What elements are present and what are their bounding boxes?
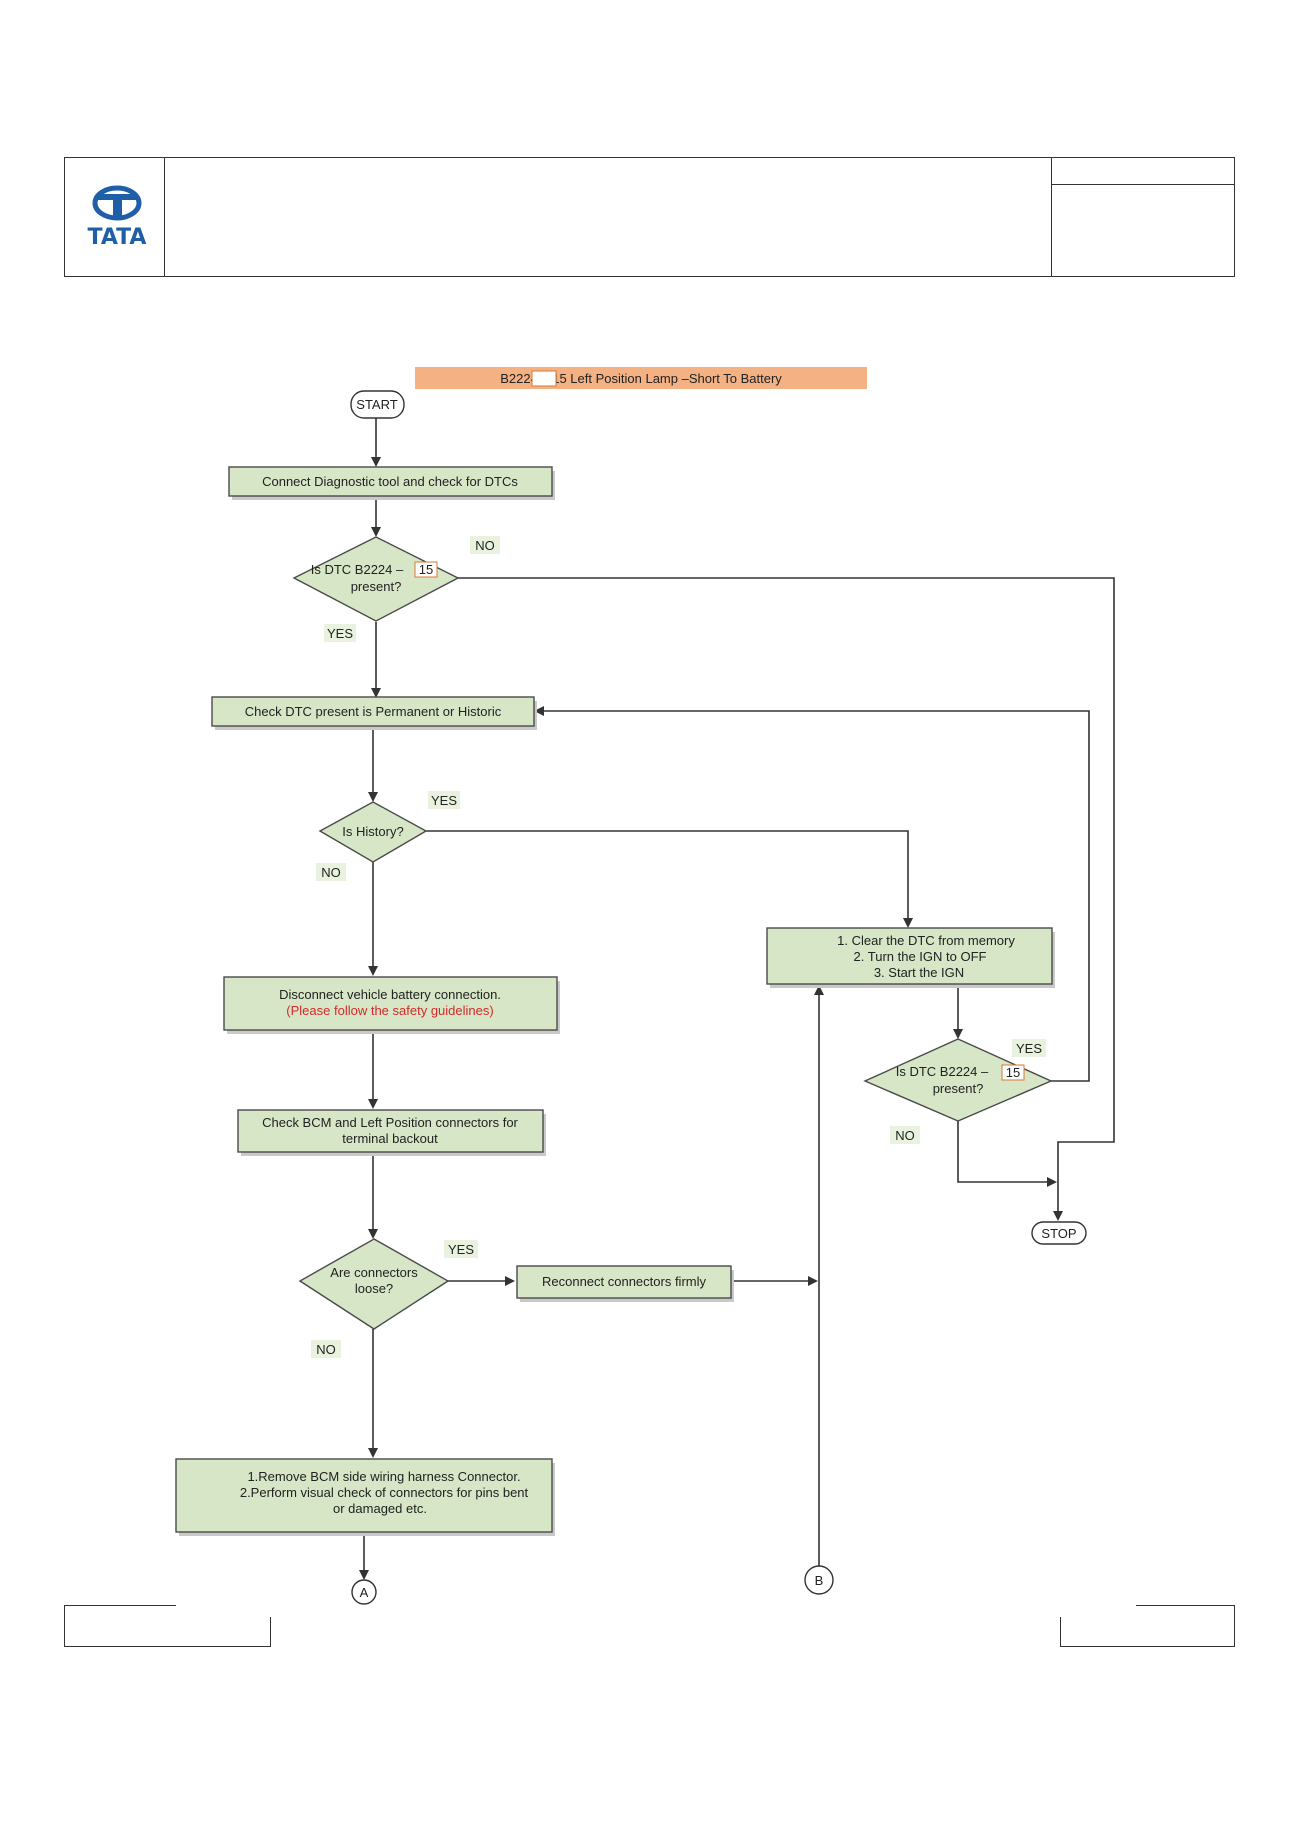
tata-logo: TATA: [88, 185, 147, 250]
decision2-code-box: [1001, 1064, 1025, 1081]
step-reconnect: Reconnect connectors firmly: [542, 1274, 707, 1289]
header-border-top: [64, 157, 1235, 158]
decision-loose-line1: Are connectors: [330, 1265, 418, 1280]
label-d1-no: NO: [475, 538, 495, 553]
start-terminal: [350, 390, 405, 419]
logo-wordmark: TATA: [88, 225, 147, 250]
step-remove-line1: 1.Remove BCM side wiring harness Connect…: [247, 1469, 520, 1484]
connector-a-label: A: [360, 1585, 369, 1600]
process-check-permanent: Check DTC present is Permanent or Histor…: [211, 696, 537, 730]
step-check-permanent: Check DTC present is Permanent or Histor…: [245, 704, 502, 719]
header-border-left: [64, 157, 65, 277]
decision-dtc-present-1: Is DTC B2224 – 15 present?: [292, 536, 460, 622]
process-remove-connector: 1.Remove BCM side wiring harness Connect…: [175, 1458, 555, 1536]
label-d2-yes: YES: [1016, 1041, 1042, 1056]
footer-right-bottom: [1060, 1646, 1235, 1647]
decision2-line2: present?: [933, 1081, 984, 1096]
step-clear-line1: 1. Clear the DTC from memory: [837, 933, 1015, 948]
footer-right-side: [1234, 1605, 1235, 1647]
connector-a: [351, 1579, 377, 1605]
flowchart-title: B2224 – 15 Left Position Lamp –Short To …: [500, 371, 782, 386]
step-safety-note: (Please follow the safety guidelines): [286, 1003, 493, 1018]
branch-labels: NO YES YES NO YES NO YES NO: [311, 536, 1046, 1358]
label-history-yes: YES: [431, 793, 457, 808]
label-history-no: NO: [321, 865, 341, 880]
label-d2-no: NO: [895, 1128, 915, 1143]
header-border-bottom: [64, 276, 1235, 277]
decision-loose-line2: loose?: [355, 1281, 393, 1296]
decision-history-text: Is History?: [342, 824, 403, 839]
process-connect-tool: Connect Diagnostic tool and check for DT…: [228, 466, 555, 500]
header-divider-2: [1051, 157, 1052, 277]
label-d1-yes: YES: [327, 626, 353, 641]
edges: [359, 418, 1115, 1580]
decision-dtc-present-2: Is DTC B2224 – 15 present?: [863, 1038, 1053, 1122]
process-check-bcm: Check BCM and Left Position connectors f…: [237, 1109, 546, 1156]
step-check-bcm-line2: terminal backout: [342, 1131, 438, 1146]
edge-history-yes-clear: [424, 830, 913, 928]
decision2-code: 15: [1006, 1065, 1020, 1080]
step-connect-tool: Connect Diagnostic tool and check for DT…: [262, 474, 518, 489]
title-bar: [415, 367, 867, 389]
header-divider-1: [164, 157, 165, 277]
header-border-right: [1234, 157, 1235, 277]
decision-is-history: Is History?: [318, 801, 428, 863]
step-remove-line3: or damaged etc.: [333, 1501, 427, 1516]
footer-left-side: [64, 1605, 65, 1647]
decision2-line1: Is DTC B2224 –: [896, 1064, 989, 1079]
step-clear-line3: 3. Start the IGN: [874, 965, 964, 980]
footer-left-top: [64, 1605, 176, 1606]
step-disconnect-battery: Disconnect vehicle battery connection.: [279, 987, 501, 1002]
header-right-row-line: [1051, 184, 1235, 185]
edge-decision2-no-stop: [957, 1121, 1057, 1187]
step-check-bcm-line1: Check BCM and Left Position connectors f…: [262, 1115, 518, 1130]
footer-right-top: [1136, 1605, 1235, 1606]
title-code-box: [531, 370, 557, 387]
tata-emblem-icon: [92, 185, 142, 221]
process-clear-dtc: 1. Clear the DTC from memory 2. Turn the…: [766, 927, 1055, 988]
edge-decision1-no-stop: [456, 577, 1115, 1221]
label-loose-yes: YES: [448, 1242, 474, 1257]
label-loose-no: NO: [316, 1342, 336, 1357]
footer-left-side-2: [270, 1617, 271, 1647]
footer-left-bottom: [64, 1646, 270, 1647]
connector-b: [804, 1565, 834, 1595]
stop-label: STOP: [1041, 1226, 1076, 1241]
process-reconnect: Reconnect connectors firmly: [516, 1265, 734, 1302]
step-clear-line2: 2. Turn the IGN to OFF: [854, 949, 987, 964]
decision1-line2: present?: [351, 579, 402, 594]
step-remove-line2: 2.Perform visual check of connectors for…: [240, 1485, 529, 1500]
connector-b-label: B: [815, 1573, 824, 1588]
decision1-line1: Is DTC B2224 –: [311, 562, 404, 577]
decision1-code: 15: [419, 562, 433, 577]
decision-connectors-loose: Are connectors loose?: [298, 1238, 450, 1330]
footer-right-side-2: [1060, 1617, 1061, 1647]
decision1-code-box: [414, 561, 438, 578]
edge-decision2-yes-check: [534, 706, 1090, 1082]
process-disconnect-battery: Disconnect vehicle battery connection. (…: [223, 976, 560, 1034]
start-label: START: [356, 397, 397, 412]
stop-terminal: [1031, 1221, 1087, 1245]
